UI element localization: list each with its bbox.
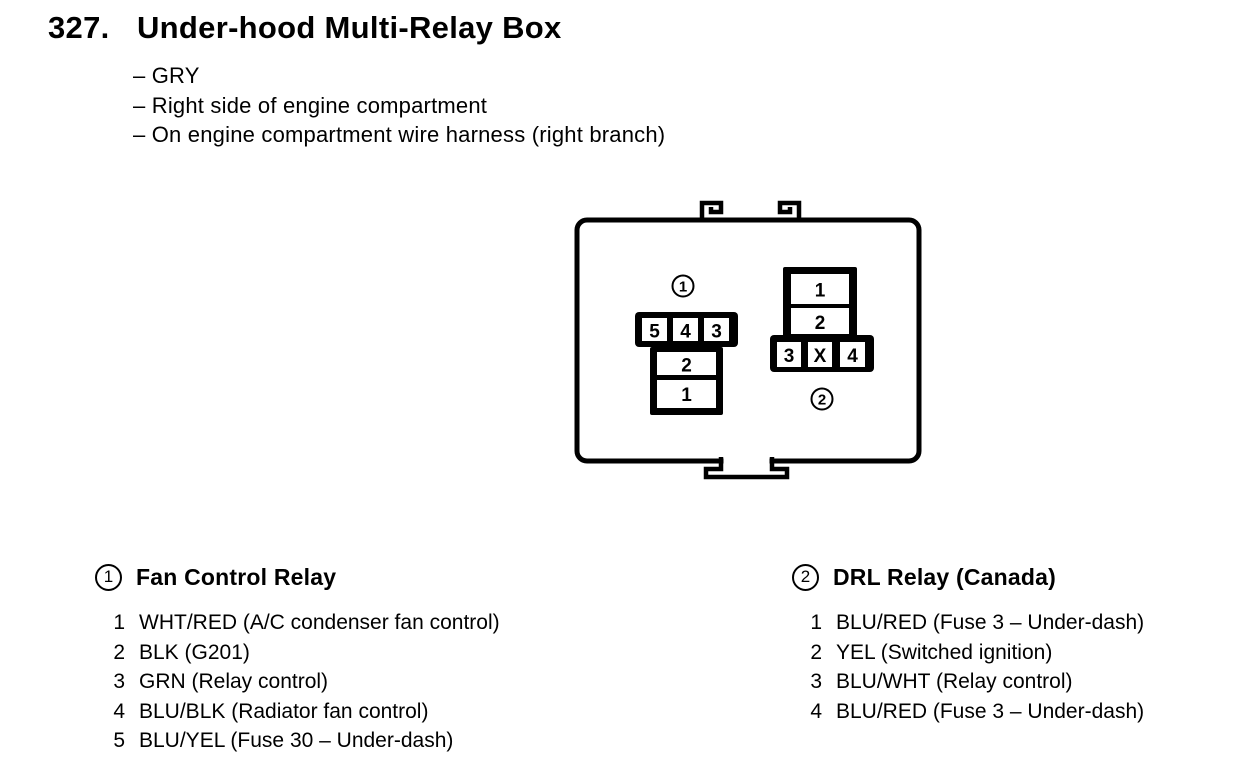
pin-description: BLU/YEL (Fuse 30 – Under-dash) — [139, 729, 454, 752]
legend-drl-relay: 2 DRL Relay (Canada) 1 BLU/RED (Fuse 3 –… — [792, 564, 1144, 726]
pin-list-item: 2 YEL (Switched ignition) — [792, 638, 1144, 668]
pin-cell — [777, 342, 801, 367]
mounting-tab-left-icon — [699, 200, 724, 219]
pin-list-item: 3 GRN (Relay control) — [95, 667, 500, 697]
note-harness: – On engine compartment wire harness (ri… — [133, 122, 666, 147]
pin-number: X — [814, 346, 827, 367]
pin-index: 1 — [810, 611, 822, 634]
location-notes: – GRY – Right side of engine compartment… — [133, 61, 665, 150]
pin-cell — [791, 308, 849, 334]
section-number: 327. — [48, 10, 110, 45]
pin-number: 4 — [847, 346, 858, 367]
note-color: – GRY — [133, 63, 200, 88]
legend-heading: 1 Fan Control Relay — [95, 564, 500, 591]
pin-number: 1 — [815, 281, 826, 302]
pin-index: 5 — [113, 729, 125, 752]
note-location: – Right side of engine compartment — [133, 92, 488, 118]
connector-1-ref-circle — [671, 274, 695, 298]
pin-number: 2 — [681, 356, 692, 377]
connector-2: 1 2 3 X 4 2 — [770, 267, 874, 411]
pin-description: BLU/RED (Fuse 3 – Under-dash) — [836, 611, 1145, 634]
pin-list-item: 4 BLU/BLK (Radiator fan control) — [95, 697, 500, 727]
pin-list-item: 5 BLU/YEL (Fuse 30 – Under-dash) — [95, 726, 500, 756]
pin-index: 2 — [810, 640, 822, 664]
legend-title: Fan Control Relay — [136, 564, 337, 590]
pin-list: 1 BLU/RED (Fuse 3 – Under-dash) 2 YEL (S… — [792, 608, 1144, 726]
connector-1-ref-number: 1 — [679, 279, 687, 296]
pin-cell — [791, 274, 849, 304]
pin-description: YEL (Switched ignition) — [836, 640, 1053, 664]
pin-description: WHT/RED (A/C condenser fan control) — [139, 611, 500, 634]
pin-number: 2 — [815, 313, 826, 334]
pin-list-item: 2 BLK (G201) — [95, 638, 500, 668]
pin-number: 3 — [711, 322, 722, 343]
page-title: 327. Under-hood Multi-Relay Box — [48, 10, 562, 46]
pin-cell — [657, 352, 716, 375]
pin-cell — [673, 318, 698, 341]
connector-2-ref-circle — [810, 387, 834, 411]
ref-circle-2: 2 — [792, 564, 819, 591]
pin-description: BLU/WHT (Relay control) — [836, 670, 1073, 693]
legend-fan-control-relay: 1 Fan Control Relay 1 WHT/RED (A/C conde… — [95, 564, 500, 756]
pin-number: 5 — [649, 322, 660, 343]
pin-index: 3 — [113, 670, 125, 693]
pin-description: BLK (G201) — [139, 640, 250, 664]
pin-index: 3 — [810, 670, 822, 693]
ref-circle-1: 1 — [95, 564, 122, 591]
pin-index: 4 — [810, 699, 822, 723]
pin-list-item: 1 WHT/RED (A/C condenser fan control) — [95, 608, 500, 638]
mounting-tab-right-icon — [777, 200, 802, 219]
pin-list-item: 1 BLU/RED (Fuse 3 – Under-dash) — [792, 608, 1144, 638]
pin-number: 4 — [680, 322, 691, 343]
mounting-bracket-bottom-icon — [703, 457, 790, 480]
pin-index: 2 — [113, 640, 125, 664]
section-title: Under-hood Multi-Relay Box — [137, 10, 562, 45]
pin-cell — [642, 318, 667, 341]
pin-list-item: 3 BLU/WHT (Relay control) — [792, 667, 1144, 697]
relay-box-diagram: 1 5 4 3 2 1 1 2 3 X 4 — [574, 200, 922, 480]
pin-index: 4 — [113, 699, 125, 723]
pin-description: BLU/RED (Fuse 3 – Under-dash) — [836, 699, 1145, 723]
pin-number: 1 — [681, 385, 692, 406]
connector-2-ref-number: 2 — [818, 392, 826, 409]
pin-cell — [808, 342, 832, 367]
pin-description: BLU/BLK (Radiator fan control) — [139, 699, 429, 723]
bottom-edge-gap — [723, 455, 770, 466]
pin-cell — [657, 380, 716, 408]
legend-title: DRL Relay (Canada) — [833, 564, 1057, 590]
connector-1: 1 5 4 3 2 1 — [635, 274, 738, 415]
pin-cell — [840, 342, 865, 367]
pin-index: 1 — [113, 611, 125, 634]
pin-cell — [704, 318, 729, 341]
pin-list: 1 WHT/RED (A/C condenser fan control) 2 … — [95, 608, 500, 756]
legend-heading: 2 DRL Relay (Canada) — [792, 564, 1144, 591]
pin-list-item: 4 BLU/RED (Fuse 3 – Under-dash) — [792, 697, 1144, 727]
pin-description: GRN (Relay control) — [139, 670, 329, 693]
pin-number: 3 — [784, 346, 795, 367]
